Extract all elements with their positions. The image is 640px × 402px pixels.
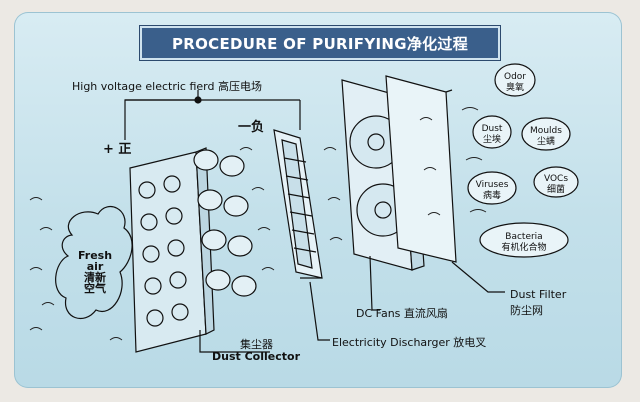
- leader-discharger: [309, 281, 330, 341]
- leader-fans: [369, 255, 380, 311]
- label-negative: 一负: [238, 120, 265, 135]
- label-fans: DC Fans 直流风扇: [356, 307, 448, 320]
- bubble-viruses: [467, 171, 517, 205]
- label-filter-cn: 防尘网: [510, 304, 543, 317]
- bubble-moulds: [521, 117, 571, 151]
- label-high-voltage: High voltage electric fierd 高压电场: [72, 80, 262, 93]
- dust-collector-plate: [129, 151, 207, 353]
- label-positive: + 正: [103, 142, 132, 157]
- title-banner: PROCEDURE OF PURIFYING净化过程: [140, 26, 500, 60]
- bubble-bacteria: [479, 222, 569, 258]
- leader-filter: [451, 261, 505, 293]
- bubble-odor: [494, 63, 536, 97]
- discharger-pins: [283, 157, 317, 253]
- bubble-dust: [472, 115, 512, 149]
- label-fresh-air: Fresh air 清新 空气: [77, 249, 113, 295]
- fresh-air-blob: [55, 206, 133, 320]
- label-collector-cn: 集尘器: [240, 338, 273, 351]
- dust-filter: [385, 75, 457, 263]
- airflow-marks: [29, 107, 487, 341]
- positive-wire: [124, 99, 198, 140]
- label-discharger: Electricity Discharger 放电叉: [332, 336, 487, 349]
- collector-holes: [138, 175, 189, 327]
- bubble-vocs: [533, 166, 579, 198]
- label-filter-en: Dust Filter: [510, 288, 567, 301]
- collector-tubes: [193, 149, 257, 297]
- leader-collector: [199, 330, 270, 353]
- label-collector-en: Dust Collector: [212, 350, 300, 363]
